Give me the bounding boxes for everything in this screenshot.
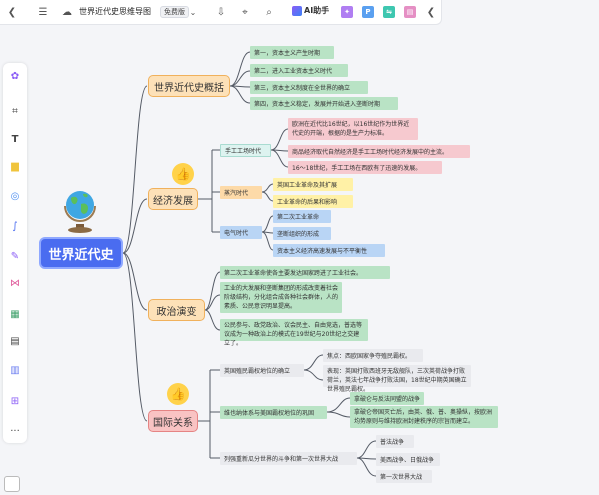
menu-icon[interactable]: ☰: [38, 6, 48, 18]
left-tool-palette: ✿ ⌗ T ▆ ◎ ∫ ✎ ⋈ ▦ ▤ ▥ ⊞ ···: [3, 63, 27, 443]
root-node[interactable]: 世界近代史: [39, 237, 123, 269]
steam-item[interactable]: 英国工业革命及其扩展: [273, 178, 353, 191]
plugin-icon[interactable]: ⇋: [383, 6, 395, 18]
plugin-icon[interactable]: ✦: [341, 6, 353, 18]
top-toolbar: ❮ ☰ ☁ 世界近代史思维导图 免费版 ⌄ ⇩ ⌖ ⌕ AI助手 ✦ P ⇋ ▤…: [0, 0, 442, 25]
branch-politics[interactable]: 政治演变: [148, 299, 205, 321]
handicraft-item[interactable]: 欧洲在近代比16世纪，以16世纪作为世界近代史的开端，根据的是生产力标准。: [288, 118, 418, 140]
branch-international[interactable]: 国际关系: [148, 410, 198, 432]
tag-icon[interactable]: ⌖: [242, 6, 248, 18]
politics-item[interactable]: 工业的大发展和垄断集团的形成改变着社会阶级结构，分化组合成各种社会群体，人的素质…: [220, 282, 342, 313]
rise-item[interactable]: 拿破仑与反法同盟的战争: [350, 392, 424, 405]
electric-item[interactable]: 资本主义经济高速发展与不平衡性: [273, 244, 385, 257]
handicraft-item[interactable]: 16～18世纪，手工工场在西欧有了迅速的发展。: [288, 161, 442, 174]
collapse-icon[interactable]: ❮: [426, 6, 436, 18]
rise-item[interactable]: 拿破仑帝国灭亡后，由英、俄、普、奥操纵，按欧洲均势原则与维持欧洲封建秩序的宗旨而…: [350, 406, 498, 428]
grid-icon[interactable]: ⊞: [10, 395, 20, 407]
thumb-icon: 👍: [172, 163, 194, 185]
intl-rise[interactable]: 维也纳体系与美国霸权地位的巩固: [220, 406, 327, 419]
back-icon[interactable]: ❮: [7, 6, 17, 18]
economy-handicraft[interactable]: 手工工场时代: [220, 144, 271, 157]
intl-hegemony[interactable]: 英国殖民霸权地位的确立: [220, 364, 304, 377]
document-title[interactable]: 世界近代史思维导图: [79, 7, 151, 16]
steam-item[interactable]: 工业革命的后果和影响: [273, 195, 353, 208]
globe-icon: [59, 186, 101, 234]
chevron-down-icon[interactable]: ⌄: [189, 7, 197, 17]
overview-item[interactable]: 第三，资本主义制度在全世界的确立: [250, 81, 368, 94]
thumb-icon: 👍: [167, 383, 189, 405]
overview-item[interactable]: 第一，资本主义产生时期: [250, 46, 334, 59]
text-icon[interactable]: T: [11, 133, 19, 145]
template-icon[interactable]: ▥: [10, 364, 20, 376]
table-icon[interactable]: ▦: [10, 308, 20, 320]
pen-icon[interactable]: ✎: [10, 250, 20, 262]
minimap-icon[interactable]: [4, 476, 20, 492]
connector-icon[interactable]: ∫: [12, 220, 18, 232]
handicraft-item[interactable]: 商品经济取代自然经济是手工工场时代经济发展中的主流。: [288, 145, 470, 158]
plan-badge[interactable]: 免费版: [160, 6, 189, 18]
hegemony-item[interactable]: 焦点：西欧国家争夺殖民霸权。: [323, 349, 423, 362]
shape-icon[interactable]: ◎: [10, 190, 20, 202]
electric-item[interactable]: 第二次工业革命: [273, 210, 331, 223]
search-icon[interactable]: ⌕: [266, 6, 272, 18]
overview-item[interactable]: 第四，资本主义稳定，发展并开始进入垄断时期: [250, 97, 398, 110]
economy-electric[interactable]: 电气时代: [220, 226, 262, 239]
economy-steam[interactable]: 蒸汽时代: [220, 186, 262, 199]
cloud-icon[interactable]: ☁: [62, 6, 72, 18]
download-icon[interactable]: ⇩: [216, 6, 226, 18]
more-icon[interactable]: ···: [10, 425, 20, 437]
document-icon[interactable]: ▤: [10, 335, 20, 347]
frame-icon[interactable]: ⌗: [12, 105, 18, 117]
ai-assistant-button[interactable]: AI助手: [292, 5, 329, 16]
sticky-note-icon[interactable]: ▆: [11, 160, 19, 172]
electric-item[interactable]: 垄断组织的形成: [273, 227, 331, 240]
intl-partition[interactable]: 列强重新瓜分世界的斗争和第一次世界大战: [220, 452, 357, 465]
partition-item[interactable]: 第一次世界大战: [376, 470, 432, 483]
ai-logo-icon: [292, 5, 302, 16]
partition-item[interactable]: 普法战争: [376, 435, 414, 448]
ai-assistant-label: AI助手: [304, 6, 330, 15]
mindmap-icon[interactable]: ⋈: [10, 277, 20, 289]
overview-item[interactable]: 第二，进入工业资本主义时代: [250, 64, 348, 77]
branch-economy[interactable]: 经济发展: [148, 188, 198, 210]
politics-item[interactable]: 公民参与、政党政治、议会民主、自由竞选，普选等议成为一种政治上的模式在19世纪与…: [220, 319, 368, 347]
plugin-p-button[interactable]: P: [362, 6, 374, 18]
branch-overview[interactable]: 世界近代史概括: [148, 75, 230, 97]
politics-item[interactable]: 第二次工业革命使各主要发达国家跨进了工业社会。: [220, 266, 390, 279]
partition-item[interactable]: 美西战争、日俄战争: [376, 453, 440, 466]
theme-icon[interactable]: ✿: [10, 70, 20, 82]
hegemony-item[interactable]: 表现：英国打败西班牙无敌舰队，三次英荷战争打败荷兰，英法七年战争打败法国，18世…: [323, 365, 471, 393]
plugin-icon[interactable]: ▤: [404, 6, 416, 18]
